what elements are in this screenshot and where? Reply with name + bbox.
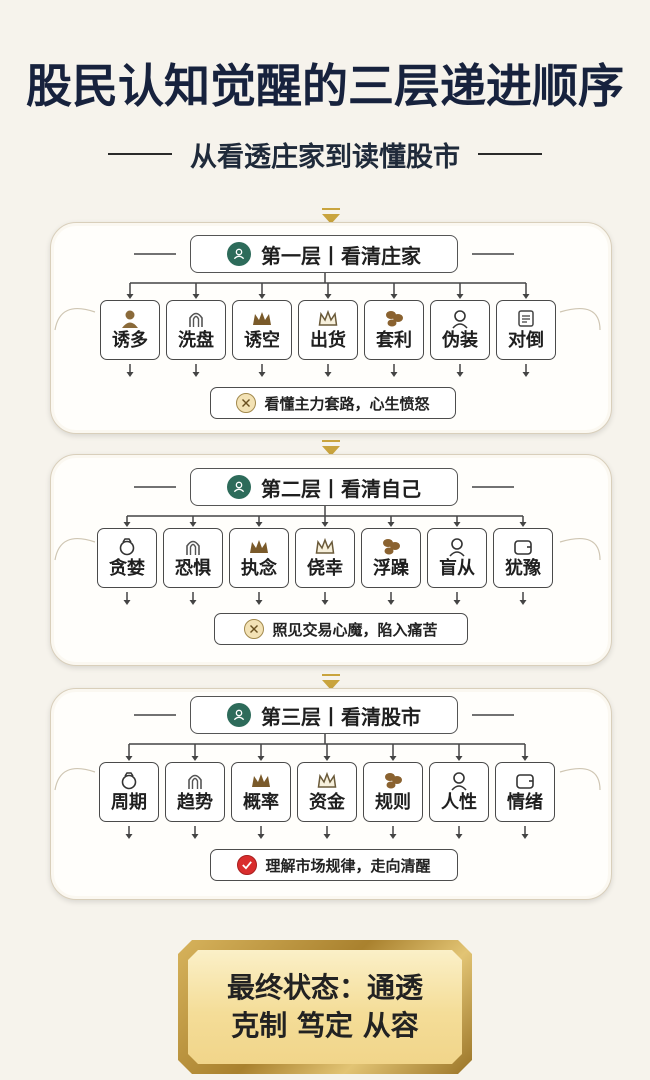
- final-state-box: 最终状态：通透 克制 笃定 从容: [188, 950, 462, 1064]
- subtitle-left-rule: [108, 153, 172, 155]
- concept-card: 贪婪: [97, 528, 157, 588]
- concept-card: 对倒: [496, 300, 556, 360]
- concept-card: 犹豫: [493, 528, 553, 588]
- tier-header-1: 第一层丨看清庄家: [190, 235, 458, 273]
- concept-card: 趋势: [165, 762, 225, 822]
- concept-card: 浮躁: [361, 528, 421, 588]
- crown-icon: [250, 771, 272, 791]
- people-icon: [227, 703, 251, 727]
- concept-label: 周期: [111, 792, 147, 813]
- concept-card: 诱空: [232, 300, 292, 360]
- ring-icon: [118, 771, 140, 791]
- check-icon: [237, 855, 258, 875]
- crown-outline-icon: [317, 309, 339, 329]
- x-icon: [236, 393, 257, 413]
- concept-label: 趋势: [177, 792, 213, 813]
- concept-card: 侥幸: [295, 528, 355, 588]
- crown-outline-icon: [314, 537, 336, 557]
- arch-icon: [182, 537, 204, 557]
- concept-label: 人性: [441, 792, 477, 813]
- concept-card: 执念: [229, 528, 289, 588]
- concept-label: 盲从: [439, 558, 475, 579]
- final-state-line-1: 最终状态：通透: [226, 971, 423, 1004]
- concept-label: 套利: [376, 330, 412, 351]
- concept-label: 贪婪: [109, 558, 145, 579]
- crown-outline-icon: [316, 771, 338, 791]
- subtitle: 从看透庄家到读懂股市: [190, 141, 460, 173]
- concept-label: 伪装: [442, 330, 478, 351]
- down-arrow-icon: [322, 208, 340, 224]
- arch-icon: [185, 309, 207, 329]
- tier-result: 看懂主力套路，心生愤怒: [210, 387, 456, 419]
- concept-card: 套利: [364, 300, 424, 360]
- wallet-icon: [514, 771, 536, 791]
- concept-card: 盲从: [427, 528, 487, 588]
- crown-icon: [251, 309, 273, 329]
- down-arrow-icon: [322, 440, 340, 456]
- result-text: 照见交易心魔，陷入痛苦: [272, 620, 438, 639]
- concept-label: 情绪: [507, 792, 543, 813]
- concept-card: 情绪: [495, 762, 555, 822]
- concept-card: 恐惧: [163, 528, 223, 588]
- arch-icon: [184, 771, 206, 791]
- concept-card: 出货: [298, 300, 358, 360]
- tier-result: 照见交易心魔，陷入痛苦: [214, 613, 468, 645]
- leaf-icon: [382, 771, 404, 791]
- user-icon: [448, 771, 470, 791]
- concept-label: 概率: [243, 792, 279, 813]
- concept-label: 出货: [310, 330, 346, 351]
- concept-card: 资金: [297, 762, 357, 822]
- main-title: 股民认知觉醒的三层递进顺序: [26, 59, 624, 113]
- document-icon: [515, 309, 537, 329]
- user-icon: [449, 309, 471, 329]
- concept-card: 概率: [231, 762, 291, 822]
- people-icon: [227, 475, 251, 499]
- concept-card: 洗盘: [166, 300, 226, 360]
- subtitle-row: 从看透庄家到读懂股市: [0, 134, 650, 174]
- concept-card: 周期: [99, 762, 159, 822]
- result-text: 看懂主力套路，心生愤怒: [264, 394, 430, 413]
- concept-label: 侥幸: [307, 558, 343, 579]
- leaf-icon: [380, 537, 402, 557]
- concept-label: 对倒: [508, 330, 544, 351]
- tier-label: 第三层丨看清股市: [261, 704, 421, 729]
- leaf-icon: [383, 309, 405, 329]
- tier-header-3: 第三层丨看清股市: [190, 696, 458, 734]
- concept-label: 诱空: [244, 330, 280, 351]
- concept-card: 规则: [363, 762, 423, 822]
- concept-label: 规则: [375, 792, 411, 813]
- concept-label: 洗盘: [178, 330, 214, 351]
- subtitle-right-rule: [478, 153, 542, 155]
- final-state-line-2: 克制 笃定 从容: [231, 1009, 419, 1042]
- person-icon: [119, 309, 141, 329]
- people-icon: [227, 242, 251, 266]
- concept-card: 人性: [429, 762, 489, 822]
- tier-result: 理解市场规律，走向清醒: [210, 849, 458, 881]
- down-arrow-icon: [322, 674, 340, 690]
- concept-label: 诱多: [112, 330, 148, 351]
- final-state-frame: 最终状态：通透 克制 笃定 从容: [178, 940, 472, 1074]
- tier-label: 第一层丨看清庄家: [261, 243, 421, 268]
- tier-header-2: 第二层丨看清自己: [190, 468, 458, 506]
- tier-label: 第二层丨看清自己: [261, 476, 421, 501]
- concept-card: 伪装: [430, 300, 490, 360]
- concept-label: 资金: [309, 792, 345, 813]
- concept-label: 浮躁: [373, 558, 409, 579]
- result-text: 理解市场规律，走向清醒: [265, 856, 431, 875]
- concept-label: 执念: [241, 558, 277, 579]
- concept-label: 恐惧: [175, 558, 211, 579]
- concept-label: 犹豫: [505, 558, 541, 579]
- user-icon: [446, 537, 468, 557]
- crown-icon: [248, 537, 270, 557]
- wallet-icon: [512, 537, 534, 557]
- x-icon: [244, 619, 265, 639]
- ring-icon: [116, 537, 138, 557]
- concept-card: 诱多: [100, 300, 160, 360]
